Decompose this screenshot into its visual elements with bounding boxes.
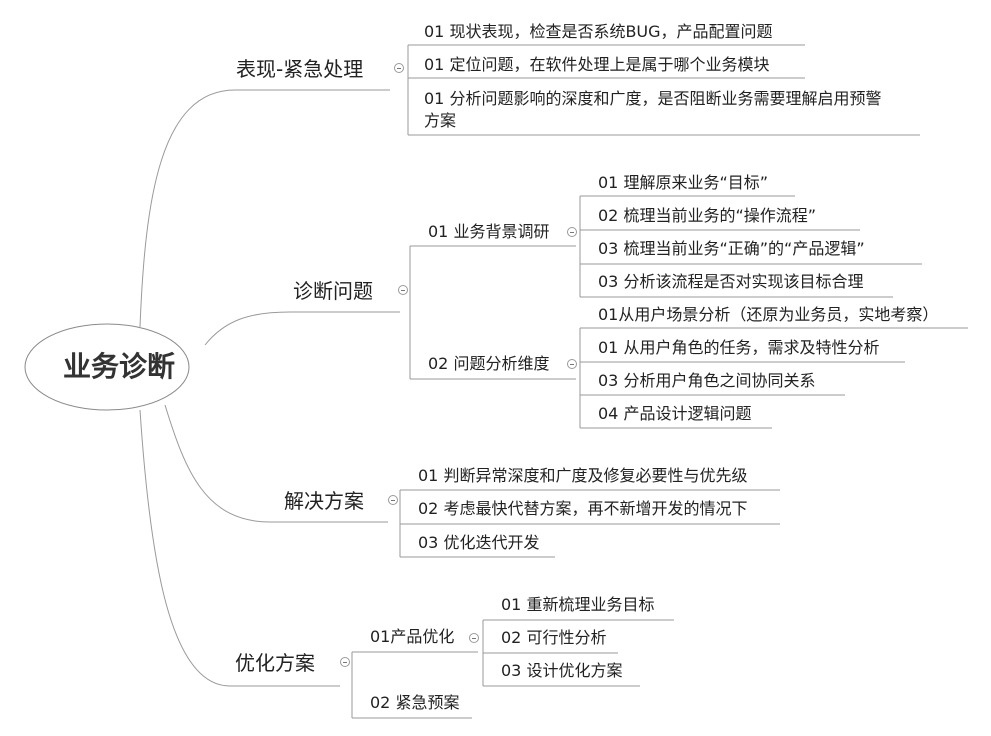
subgroup-2-item[interactable]: 04 产品设计逻辑问题 [598,404,752,423]
subgroup-2-item[interactable]: 01 从用户角色的任务，需求及特性分析 [598,338,880,357]
branch-1-item[interactable]: 01 分析问题影响的深度和广度，是否阻断业务需要理解启用预警 [424,89,882,108]
subgroup-1-item[interactable]: 03 梳理当前业务“正确”的“产品逻辑” [598,239,865,258]
subgroup-2-item[interactable]: 01从用户场景分析（还原为业务员，实地考察） [598,305,939,324]
collapse-toggle-icon[interactable] [567,359,577,369]
root-node-label[interactable]: 业务诊断 [63,350,176,383]
branch-1-item[interactable]: 01 现状表现，检查是否系统BUG，产品配置问题 [424,22,773,41]
subgroup-2-item[interactable]: 03 分析用户角色之间协同关系 [598,371,816,390]
branch-3-item[interactable]: 03 优化迭代开发 [418,533,540,552]
branch-1-item[interactable]: 01 定位问题，在软件处理上是属于哪个业务模块 [424,55,770,74]
collapse-toggle-icon[interactable] [398,285,408,295]
branch-3-item[interactable]: 02 考虑最快代替方案，再不新增开发的情况下 [418,499,748,518]
subgroup-1-item[interactable]: 01 理解原来业务“目标” [598,173,769,192]
connector-root-branch-3 [164,404,388,523]
root-node-ellipse [24,323,190,411]
branch-1-item-continued[interactable]: 方案 [424,111,457,130]
collapse-toggle-icon[interactable] [340,657,350,667]
subgroup-1-item[interactable]: 03 分析该流程是否对实现该目标合理 [598,272,864,291]
branch-3-label[interactable]: 解决方案 [284,489,364,513]
subgroup-1-label[interactable]: 01 业务背景调研 [428,222,550,241]
collapse-toggle-icon[interactable] [394,63,404,73]
branch-2-label[interactable]: 诊断问题 [293,279,373,303]
connector-root-branch-2 [204,311,400,346]
branch-4-subgroup-1-label[interactable]: 01产品优化 [370,627,455,646]
branch-4-label[interactable]: 优化方案 [235,651,315,675]
collapse-toggle-icon[interactable] [469,633,479,643]
connector-root-branch-1 [139,89,390,328]
subgroup-2-label[interactable]: 02 问题分析维度 [428,354,550,373]
collapse-toggle-icon[interactable] [388,495,398,505]
branch-4-item[interactable]: 01 重新梳理业务目标 [501,595,655,614]
branch-1-label[interactable]: 表现-紧急处理 [236,57,364,81]
connector-root-branch-4 [139,409,340,687]
branch-4-subgroup-2-label[interactable]: 02 紧急预案 [370,693,460,712]
collapse-toggle-icon[interactable] [567,227,577,237]
subgroup-1-item[interactable]: 02 梳理当前业务的“操作流程” [598,206,817,225]
branch-3-item[interactable]: 01 判断异常深度和广度及修复必要性与优先级 [418,466,748,485]
branch-4-item[interactable]: 03 设计优化方案 [501,661,623,680]
branch-4-item[interactable]: 02 可行性分析 [501,628,607,647]
